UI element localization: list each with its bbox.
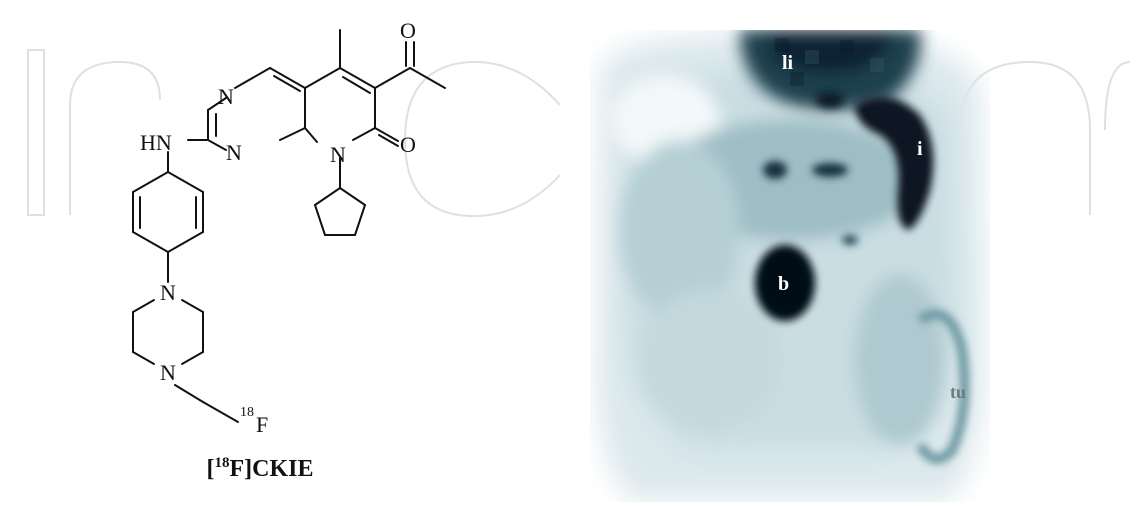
caption-isotope: 18 [214, 455, 230, 471]
label-liver: li [782, 52, 794, 74]
pet-scan-image: li i b tu [590, 30, 990, 502]
atom-n-piperazine-bottom: N [160, 360, 176, 385]
label-intestine: i [917, 138, 923, 160]
atom-n-piperazine-top: N [160, 280, 176, 305]
pet-scan-graphic [596, 30, 986, 501]
atom-fluorine-isotope: 18 [240, 405, 254, 420]
compound-caption: [18F]CKIE [206, 455, 314, 482]
label-bladder: b [778, 273, 790, 295]
atom-n-lactam: N [330, 142, 346, 167]
atom-o-acetyl: O [400, 18, 416, 43]
label-tumor: tu [950, 382, 967, 402]
atom-o-lactam: O [400, 132, 416, 157]
atom-fluorine: F [256, 412, 268, 437]
chemical-structure: N N N O O HN N N 18 F [132, 18, 446, 437]
atom-hn: HN [140, 130, 172, 155]
atom-n-ring-top: N [218, 84, 234, 109]
caption-text: F]CKIE [229, 456, 314, 482]
atom-n-ring-bottom: N [226, 140, 242, 165]
